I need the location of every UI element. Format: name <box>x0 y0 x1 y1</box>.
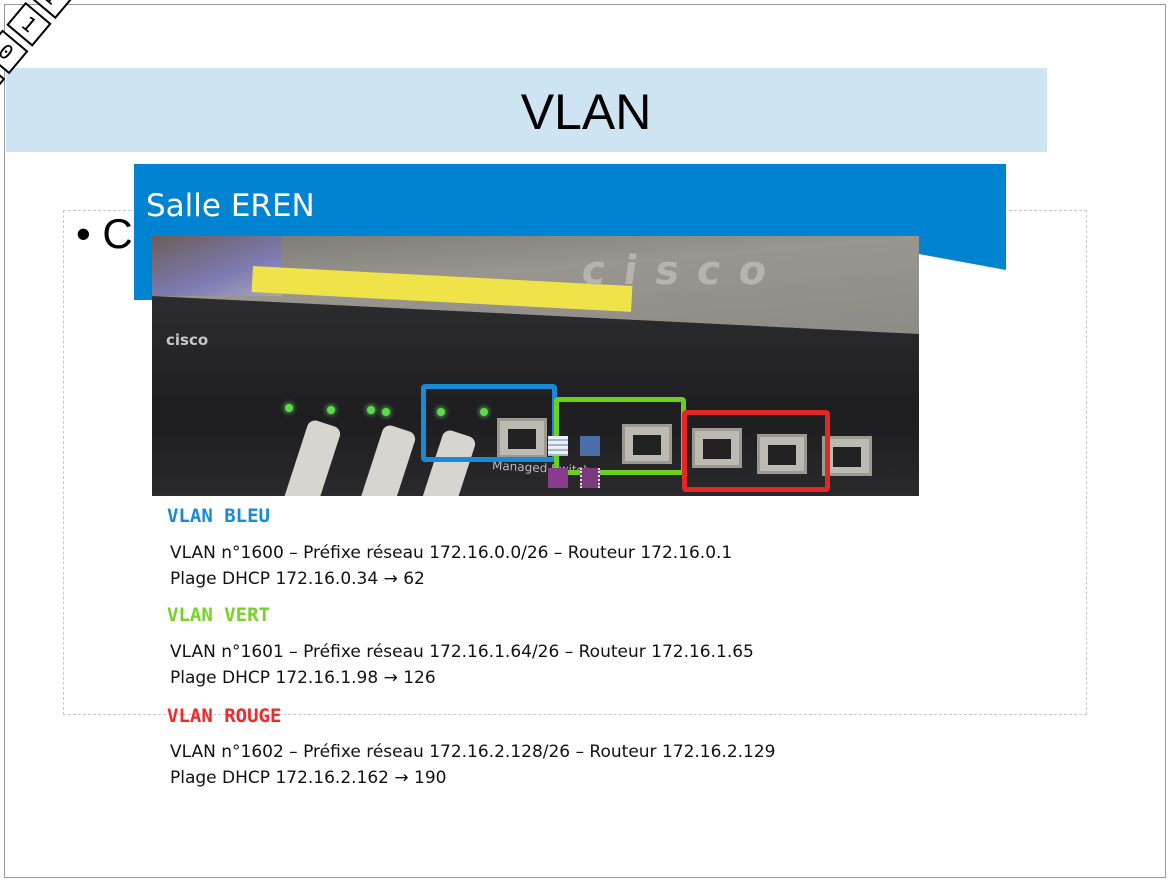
port-led <box>480 408 488 416</box>
insert-video-icon[interactable] <box>580 468 600 488</box>
slide-border <box>4 4 1166 878</box>
ethernet-port <box>497 418 547 458</box>
port-led <box>437 408 445 416</box>
bullet-text-content: C <box>102 210 133 257</box>
vlan-bleu-heading: VLAN BLEU <box>167 505 270 527</box>
cisco-logo-front: cisco <box>166 331 209 349</box>
vlan-rouge-line1: VLAN n°1602 – Préfixe réseau 172.16.2.12… <box>170 742 776 762</box>
cisco-logo-top: cisco <box>578 248 788 294</box>
green-vlan-highlight[interactable] <box>554 397 686 475</box>
ethernet-port <box>692 428 742 468</box>
ethernet-port <box>622 424 672 464</box>
vlan-vert-line1: VLAN n°1601 – Préfixe réseau 172.16.1.64… <box>170 642 754 662</box>
vlan-bleu-details: VLAN n°1600 – Préfixe réseau 172.16.0.0/… <box>170 540 732 592</box>
vlan-bleu-line1: VLAN n°1600 – Préfixe réseau 172.16.0.0/… <box>170 543 733 563</box>
ethernet-port <box>822 436 872 476</box>
insert-chart-icon[interactable] <box>580 436 600 456</box>
ethernet-port <box>757 434 807 474</box>
insert-table-icon[interactable] <box>548 436 568 456</box>
vlan-vert-details: VLAN n°1601 – Préfixe réseau 172.16.1.64… <box>170 639 754 691</box>
bullet-text[interactable]: • C <box>76 210 133 257</box>
vlan-rouge-heading: VLAN ROUGE <box>167 705 282 727</box>
title-band <box>6 68 1047 152</box>
port-led <box>327 406 335 414</box>
red-vlan-highlight[interactable] <box>682 410 830 492</box>
vlan-rouge-line2: Plage DHCP 172.16.2.162 → 190 <box>170 768 447 788</box>
insert-image-icon[interactable] <box>548 468 568 488</box>
system-led <box>285 404 293 412</box>
port-led <box>382 408 390 416</box>
vlan-vert-line2: Plage DHCP 172.16.1.98 → 126 <box>170 668 436 688</box>
switch-photo[interactable]: cisco cisco Managed Switch <box>152 236 919 496</box>
banner-title[interactable]: Salle EREN <box>146 188 315 224</box>
port-led <box>367 406 375 414</box>
blue-vlan-highlight[interactable] <box>421 384 557 462</box>
vlan-bleu-line2: Plage DHCP 172.16.0.34 → 62 <box>170 569 425 589</box>
slide-title[interactable]: VLAN <box>520 84 652 140</box>
vlan-vert-heading: VLAN VERT <box>167 604 270 626</box>
vlan-rouge-details: VLAN n°1602 – Préfixe réseau 172.16.2.12… <box>170 739 776 791</box>
